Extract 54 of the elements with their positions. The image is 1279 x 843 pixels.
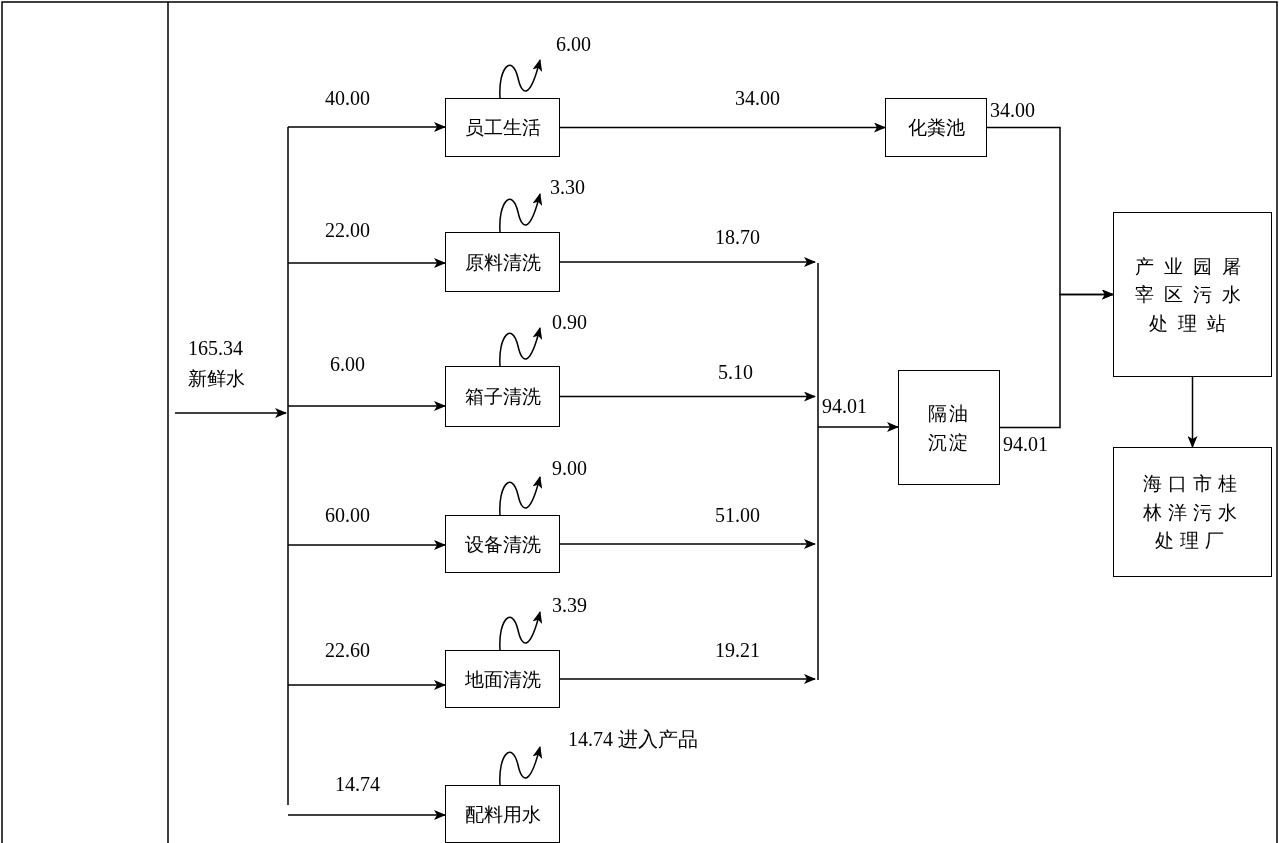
evaporation-arrow	[499, 476, 542, 516]
flow-value: 94.01	[822, 394, 867, 418]
edge-label: 14.74	[335, 772, 380, 796]
arrow	[559, 539, 816, 549]
evaporation-arrow	[499, 59, 542, 99]
evaporation-arrow	[499, 327, 542, 367]
process-box: 配料用水	[445, 785, 560, 843]
edge-label: 51.00	[715, 503, 760, 527]
source-label: 新鲜水	[188, 366, 245, 390]
arrow	[287, 680, 446, 690]
edge-label: 9.00	[552, 456, 587, 480]
edge-label: 5.10	[718, 360, 753, 384]
edge-label: 0.90	[552, 310, 587, 334]
flow-value: 165.34	[188, 336, 243, 360]
process-box: 员工生活	[445, 98, 560, 157]
distribution-line	[287, 126, 289, 806]
arrow	[287, 810, 446, 820]
process-box: 设备清洗	[445, 515, 560, 573]
arrow	[287, 122, 446, 132]
process-box: 地面清洗	[445, 650, 560, 708]
edge-label: 14.74 进入产品	[568, 727, 698, 751]
process-box: 箱子清洗	[445, 366, 560, 427]
arrow	[1187, 376, 1198, 448]
edge-label: 22.00	[325, 218, 370, 242]
edge-label: 40.00	[325, 86, 370, 110]
tank-box: 化粪池	[885, 98, 987, 157]
edge-label: 34.00	[990, 98, 1035, 122]
treatment-station-box: 产业园屠宰区污水处理站	[1113, 212, 1272, 377]
treatment-plant-box: 海口市桂林洋污水处理厂	[1113, 447, 1272, 577]
edge-label: 34.00	[735, 86, 780, 110]
tank-box: 隔油沉淀	[898, 370, 1000, 485]
inflow-arrow	[174, 408, 287, 418]
collection-arrow	[817, 262, 899, 681]
edge-label: 19.21	[715, 638, 760, 662]
arrow	[559, 674, 816, 684]
edge-label: 6.00	[330, 352, 365, 376]
arrow	[999, 289, 1114, 429]
edge-label: 60.00	[325, 503, 370, 527]
arrow	[287, 401, 446, 411]
edge-label: 22.60	[325, 638, 370, 662]
evaporation-arrow	[499, 611, 542, 651]
evaporation-arrow	[499, 193, 542, 233]
evaporation-arrow	[499, 746, 542, 786]
edge-label: 6.00	[556, 32, 591, 56]
edge-label: 18.70	[715, 225, 760, 249]
edge-label: 3.30	[550, 175, 585, 199]
arrow	[287, 258, 446, 268]
edge-label: 94.01	[1003, 432, 1048, 456]
edge-label: 3.39	[552, 593, 587, 617]
process-box: 原料清洗	[445, 232, 560, 292]
arrow	[559, 122, 886, 133]
arrow	[287, 540, 446, 550]
arrow	[559, 391, 816, 402]
arrow	[559, 257, 816, 267]
